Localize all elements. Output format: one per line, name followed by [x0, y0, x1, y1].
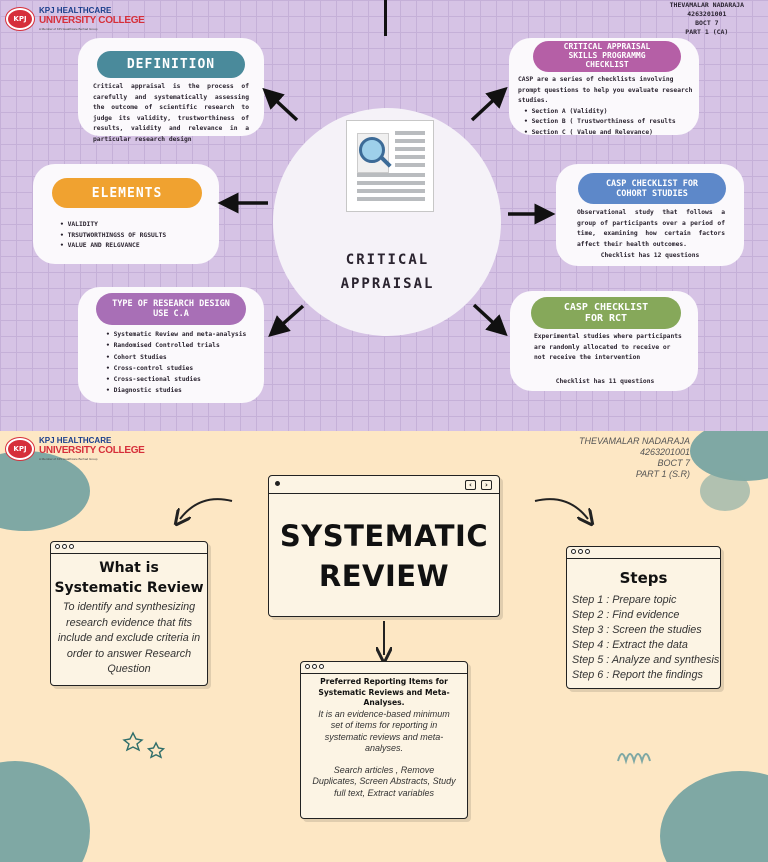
decor-arrows-layer — [122, 498, 651, 765]
cohort-heading: CASP CHECKLIST FOR COHORT STUDIES — [578, 173, 726, 204]
step-item: Step 5 : Analyze and synthesis — [572, 654, 720, 666]
casp-section-item: Section A (Validity) — [524, 107, 696, 118]
author-block: THEVAMALAR NADARAJA 4263201001 BOCT 7 PA… — [579, 436, 690, 480]
prisma-process: Search articles , Remove Duplicates, Scr… — [312, 764, 456, 798]
author-name: THEVAMALAR NADARAJA — [578, 436, 690, 446]
star-icon — [146, 741, 166, 759]
author-class: BOCT 7 — [695, 19, 719, 27]
arrow-to-rct — [472, 303, 508, 337]
curved-arrow-right — [534, 498, 588, 519]
research-design-item: Systematic Review and meta-analysis — [106, 329, 262, 340]
kpj-logo: KPJ KPJ HEALTHCARE UNIVERSITY COLLEGE A … — [6, 6, 145, 31]
rct-heading-line-2: FOR RCT — [584, 313, 628, 324]
center-title-line-2: APPRAISAL — [340, 276, 435, 292]
casp-heading: CRITICAL APPRAISAL SKILLS PROGRAMMG CHEC… — [533, 41, 681, 72]
author-id: 4263201001 — [687, 10, 727, 18]
casp-heading-line-3: CHECKLIST — [585, 59, 629, 69]
research-design-heading-line-1: TYPE OF RESEARCH DESIGN — [112, 299, 230, 309]
research-design-item: Cross-sectional studies — [106, 374, 262, 385]
casp-heading-line-2: SKILLS PROGRAMMG — [568, 51, 646, 61]
rct-count: Checklist has 11 questions — [555, 378, 655, 385]
steps-window: Steps Step 1 : Prepare topic Step 2 : Fi… — [566, 546, 721, 689]
casp-heading-line-1: CRITICAL APPRAISAL — [563, 42, 651, 52]
elements-item: VALUE AND RELGVANCE — [60, 241, 210, 252]
logo-line-1: KPJ HEALTHCARE — [39, 6, 112, 15]
step-item: Step 4 : Extract the data — [572, 639, 688, 651]
systematic-review-title-line-1: SYSTEMATIC — [279, 519, 489, 553]
author-part: PART 1 (CA) — [685, 28, 729, 36]
author-block: THEVAMALAR NADARAJA 4263201001 BOCT 7 PA… — [670, 1, 744, 37]
elements-item: VALIDITY — [60, 220, 210, 231]
author-class: BOCT 7 — [657, 458, 690, 468]
step-item: Step 2 : Find evidence — [572, 609, 680, 621]
prisma-window: Preferred Reporting Items for Systematic… — [300, 661, 468, 819]
systematic-review-panel: KPJ KPJ HEALTHCARE UNIVERSITY COLLEGE A … — [0, 431, 768, 862]
author-name: THEVAMALAR NADARAJA — [669, 1, 744, 9]
elements-list: VALIDITY TRSUTWORTHINGSS OF RGSULTS VALU… — [60, 220, 210, 252]
kpj-logo-mark: KPJ — [6, 437, 34, 460]
critical-appraisal-title: CRITICAL APPRAISAL — [300, 248, 475, 296]
chevron-left-icon: ‹ — [465, 480, 476, 490]
cohort-heading-line-2: COHORT STUDIES — [616, 188, 688, 199]
casp-description: CASP are a series of checklists involvin… — [518, 76, 693, 104]
casp-section-item: Section B ( Trustworthiness of results — [524, 117, 696, 128]
research-design-item: Randomised Controlled trials — [106, 340, 262, 351]
arrow-to-research-design — [268, 304, 305, 337]
what-is-heading-line-2: Systematic Review — [54, 580, 204, 596]
casp-text: CASP are a series of checklists involvin… — [518, 75, 696, 138]
research-design-item: Diagnostic studies — [106, 385, 262, 396]
curved-arrow-left — [180, 498, 233, 519]
step-item: Step 1 : Prepare topic — [572, 594, 677, 606]
kpj-logo-mark: KPJ — [6, 7, 34, 30]
logo-line-1: KPJ HEALTHCARE — [39, 436, 112, 445]
steps-list: Step 1 : Prepare topic Step 2 : Find evi… — [567, 587, 720, 683]
casp-section-item: Section C ( Value and Relevance) — [524, 128, 696, 139]
star-icon — [122, 731, 144, 752]
rct-heading-line-1: CASP CHECKLIST — [563, 302, 649, 313]
swirl-icon — [617, 753, 651, 765]
what-is-window: What is Systematic Review To identify an… — [50, 541, 208, 686]
logo-line-3: A Member of KPJ Healthcare Berhad Group — [39, 457, 98, 461]
research-design-heading: TYPE OF RESEARCH DESIGN USE C.A — [96, 293, 246, 325]
rct-text: Experimental studies where participants … — [534, 333, 682, 361]
logo-line-3: A Member of KPJ Healthcare Berhad Group — [39, 27, 98, 31]
author-part: PART 1 (S.R) — [635, 469, 690, 479]
research-design-item: Cohort Studies — [106, 352, 262, 363]
what-is-text: To identify and synthesizing research ev… — [57, 601, 201, 675]
center-title-line-1: CRITICAL — [345, 252, 430, 268]
cohort-text: Observational study that follows a group… — [577, 209, 725, 248]
research-design-heading-line-2: USE C.A — [153, 309, 189, 319]
decor-blob-top-right-small — [700, 471, 750, 511]
connector-line — [384, 0, 387, 36]
steps-heading: Steps — [619, 569, 668, 587]
kpj-logo: KPJ KPJ HEALTHCARE UNIVERSITY COLLEGE A … — [6, 436, 145, 461]
research-design-list: Systematic Review and meta-analysis Rand… — [106, 329, 262, 397]
prisma-text: It is an evidence-based minimum set of i… — [318, 708, 450, 754]
arrow-to-casp — [470, 86, 508, 122]
cohort-heading-line-1: CASP CHECKLIST FOR — [605, 178, 699, 189]
what-is-heading: What is Systematic Review — [51, 558, 207, 598]
systematic-review-title-line-2: REVIEW — [318, 559, 450, 593]
step-item: Step 6 : Report the findings — [572, 669, 703, 681]
prisma-title: Preferred Reporting Items for Systematic… — [318, 677, 450, 707]
logo-line-2: UNIVERSITY COLLEGE — [39, 15, 145, 26]
definition-heading: DEFINITION — [97, 51, 245, 78]
what-is-heading-line-1: What is — [99, 560, 159, 576]
systematic-review-title-window: ‹ › SYSTEMATIC REVIEW — [268, 475, 500, 617]
document-magnifier-icon — [346, 120, 434, 212]
elements-heading: ELEMENTS — [52, 178, 202, 208]
step-item: Step 3 : Screen the studies — [572, 624, 702, 636]
research-design-item: Cross-control studies — [106, 363, 262, 374]
definition-text: Critical appraisal is the process of car… — [93, 83, 249, 143]
cohort-count: Checklist has 12 questions — [600, 252, 700, 259]
rct-heading: CASP CHECKLIST FOR RCT — [531, 297, 681, 329]
arrow-to-definition — [262, 87, 299, 122]
chevron-right-icon: › — [481, 480, 492, 490]
logo-line-2: UNIVERSITY COLLEGE — [39, 445, 145, 456]
author-id: 4263201001 — [639, 447, 690, 457]
arrows-layer — [217, 86, 556, 337]
elements-item: TRSUTWORTHINGSS OF RGSULTS — [60, 231, 210, 242]
critical-appraisal-panel: KPJ KPJ HEALTHCARE UNIVERSITY COLLEGE A … — [0, 0, 768, 431]
